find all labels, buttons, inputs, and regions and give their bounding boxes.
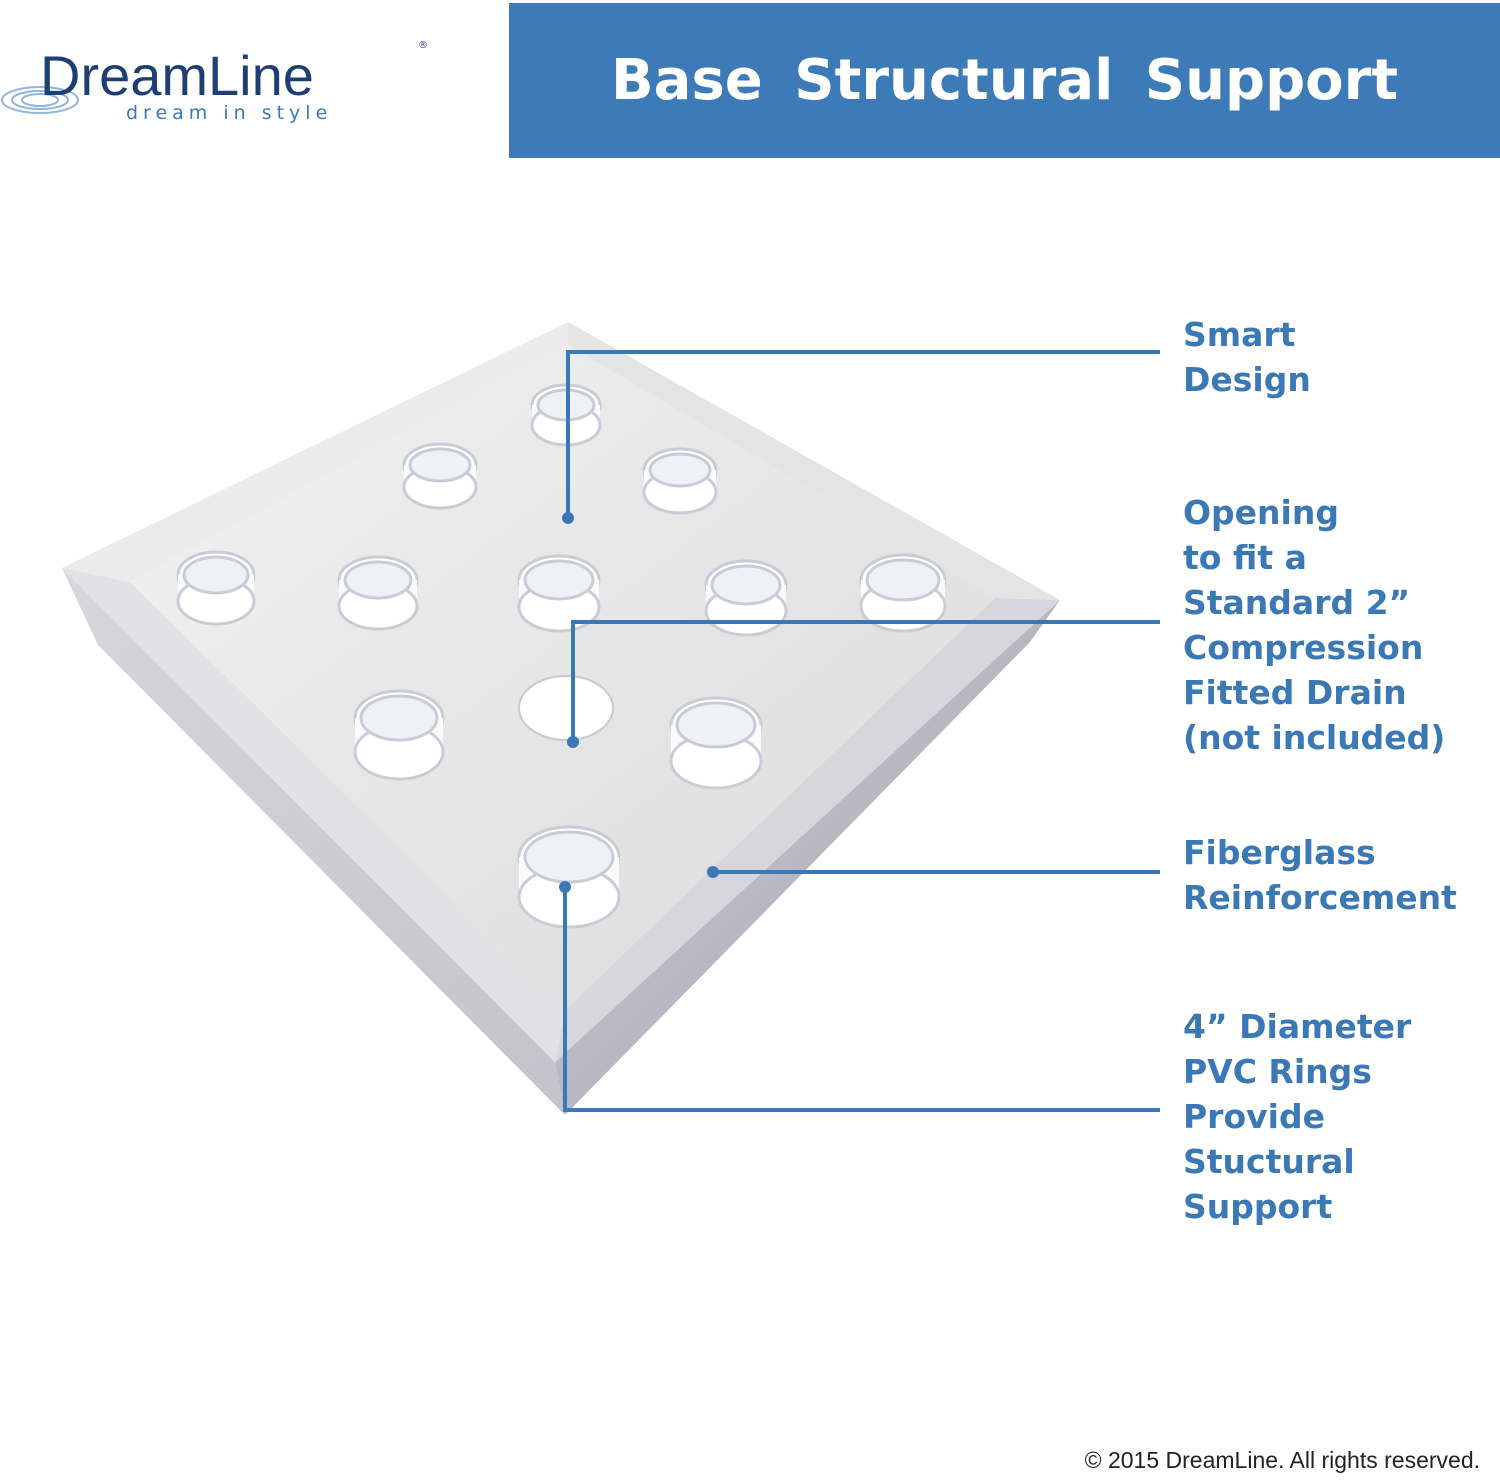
drain-opening [518, 675, 614, 741]
callout-pvc-rings: 4” Diameter PVC Rings Provide Stuctural … [1183, 1004, 1411, 1229]
callout-line: (not included) [1183, 718, 1446, 757]
base-side-left [62, 568, 565, 1115]
leader-pvc-rings [563, 887, 1160, 1112]
leader-dot [562, 512, 574, 524]
pvc-ring-group [176, 383, 947, 929]
leader-dot [559, 881, 571, 893]
callout-line: Opening [1183, 493, 1339, 532]
pvc-ring [859, 553, 947, 633]
brand-tagline: dream in style [126, 102, 333, 124]
callout-line: Reinforcement [1183, 878, 1457, 917]
pvc-ring [517, 825, 621, 929]
leader-dots [559, 512, 719, 893]
pvc-ring [642, 447, 718, 515]
callout-line: Support [1183, 1187, 1333, 1226]
brand-logo: DreamLine ® dream in style [0, 20, 440, 140]
leader-lines [563, 350, 1160, 1112]
page-title: Base Structural Support [610, 48, 1399, 113]
pvc-ring [353, 689, 445, 781]
base-wall-back-right [568, 322, 1060, 600]
pvc-ring [176, 550, 256, 626]
dreamline-ripple-icon [1, 86, 79, 114]
callout-line: Fiberglass [1183, 833, 1376, 872]
base-side-right [555, 600, 1060, 1115]
registered-mark: ® [418, 40, 428, 51]
callout-line: Provide [1183, 1097, 1325, 1136]
pvc-ring [517, 554, 601, 633]
leader-dot [567, 736, 579, 748]
callout-line: Smart [1183, 315, 1296, 354]
callout-line: Compression [1183, 628, 1424, 667]
callout-line: Fitted Drain [1183, 673, 1407, 712]
callout-line: Design [1183, 360, 1311, 399]
copyright-notice: © 2015 DreamLine. All rights reserved. [1084, 1447, 1480, 1473]
pvc-ring [402, 442, 478, 510]
leader-dot [707, 866, 719, 878]
brand-wordmark: DreamLine [40, 44, 314, 107]
base-wall-front-left [62, 568, 565, 1062]
callout-line: to fit a [1183, 538, 1307, 577]
leader-smart-design [566, 350, 1160, 518]
title-banner: Base Structural Support [509, 3, 1500, 158]
callout-fiberglass: Fiberglass Reinforcement [1183, 830, 1457, 920]
pvc-ring [669, 696, 763, 790]
callout-drain-opening: Opening to fit a Standard 2” Compression… [1183, 490, 1445, 760]
leader-drain [571, 620, 1160, 742]
pvc-ring [337, 555, 419, 631]
callout-smart-design: Smart Design [1183, 312, 1311, 402]
base-wall-front-right [555, 598, 1060, 1062]
callout-line: Standard 2” [1183, 583, 1411, 622]
callout-line: Stuctural [1183, 1142, 1355, 1181]
base-wall-back-left [62, 322, 568, 582]
callout-line: 4” Diameter [1183, 1007, 1412, 1046]
callout-line: PVC Rings [1183, 1052, 1372, 1091]
